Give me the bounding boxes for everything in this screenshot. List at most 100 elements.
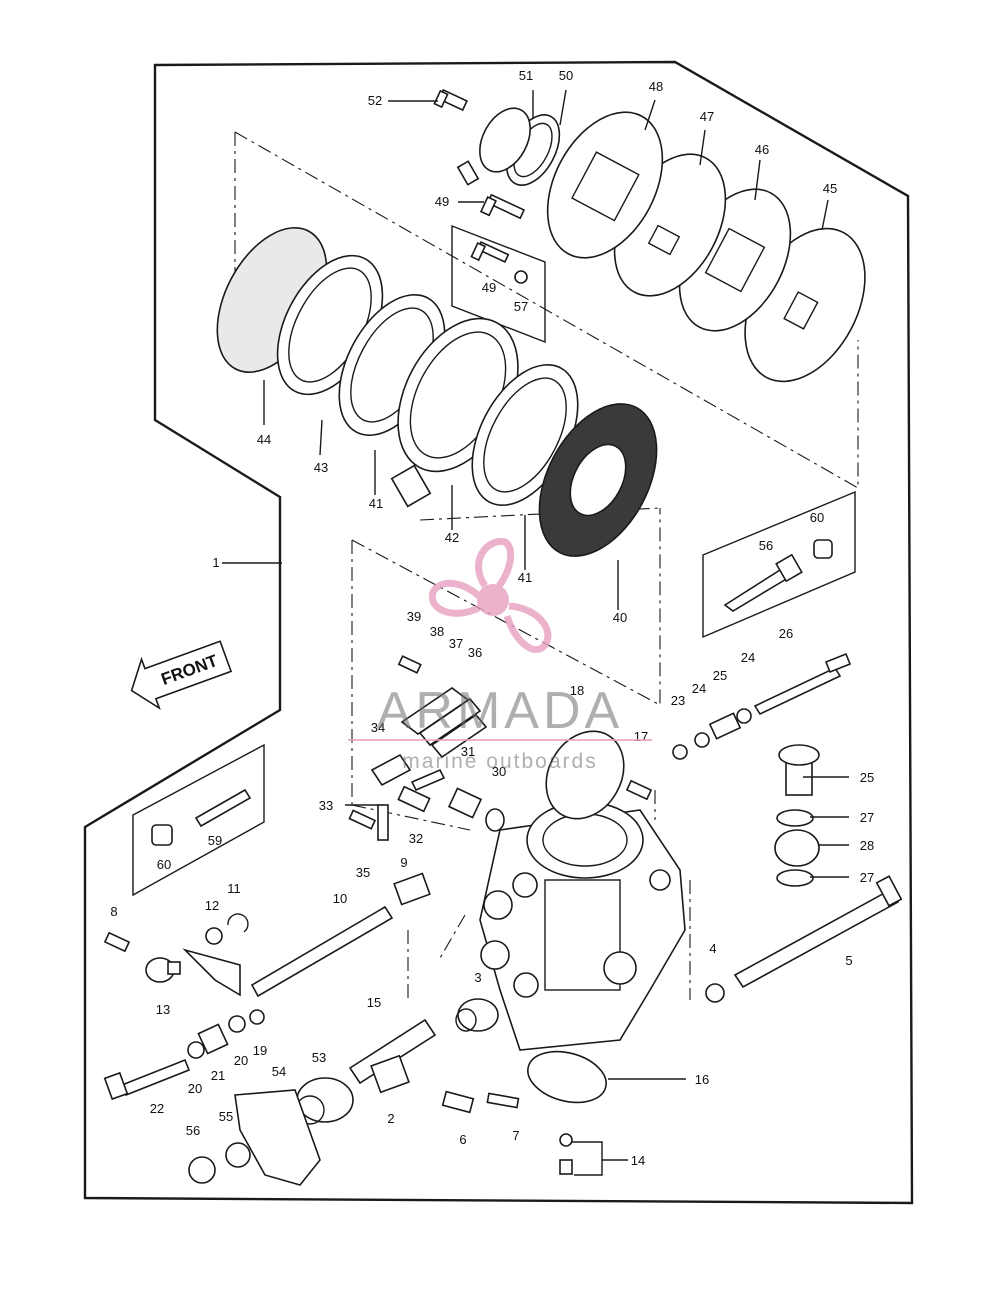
assembly-frame xyxy=(83,60,914,1205)
part-39-screw xyxy=(397,655,422,674)
part-10-lever-shaft xyxy=(182,905,394,998)
callout-15: 15 xyxy=(367,995,381,1010)
part-21-spring xyxy=(197,1023,229,1055)
callout-41b: 41 xyxy=(518,570,532,585)
watermark: ARMADA marine outboards xyxy=(348,538,652,773)
callout-28: 28 xyxy=(860,838,874,853)
callout-47: 47 xyxy=(700,109,714,124)
callout-17: 17 xyxy=(634,729,648,744)
part-32-spring xyxy=(397,785,431,813)
part-11-clip xyxy=(227,913,249,933)
callout-27b: 27 xyxy=(860,870,874,885)
part-24-washer-a xyxy=(736,708,752,724)
part-3-bushing xyxy=(455,998,499,1032)
callout-5: 5 xyxy=(845,953,852,968)
part-56-needle-inset xyxy=(723,553,803,612)
callout-20a: 20 xyxy=(188,1081,202,1096)
leader-lines xyxy=(222,89,849,1176)
part-60-seat-inset-b xyxy=(151,824,173,846)
carburetor-body xyxy=(479,801,686,1051)
callout-48: 48 xyxy=(649,79,663,94)
callout-9: 9 xyxy=(400,855,407,870)
callout-24b: 24 xyxy=(741,650,755,665)
callout-36: 36 xyxy=(468,645,482,660)
part-20-washer-a xyxy=(187,1041,205,1059)
part-36-stopper xyxy=(430,713,488,759)
callout-37: 37 xyxy=(449,636,463,651)
callout-8: 8 xyxy=(110,904,117,919)
part-40-diaphragm xyxy=(538,403,658,557)
part-13-nut xyxy=(145,957,181,983)
callout-1: 1 xyxy=(212,555,219,570)
callout-13: 13 xyxy=(156,1002,170,1017)
callout-43: 43 xyxy=(314,460,328,475)
part-33-pin xyxy=(377,804,389,841)
callout-20b: 20 xyxy=(234,1053,248,1068)
callout-34: 34 xyxy=(371,720,385,735)
part-55-washer xyxy=(225,1142,251,1168)
part-52-screw xyxy=(433,88,468,112)
callout-32: 32 xyxy=(409,831,423,846)
part-27-washer-b xyxy=(776,869,814,887)
callout-54: 54 xyxy=(272,1064,286,1079)
callout-38: 38 xyxy=(430,624,444,639)
part-16-float-plate xyxy=(527,1050,607,1104)
part-26-shaft xyxy=(753,652,852,716)
callout-18: 18 xyxy=(570,683,584,698)
callout-56b: 56 xyxy=(759,538,773,553)
part-51-cap xyxy=(456,107,531,186)
callout-24a: 24 xyxy=(692,681,706,696)
callout-52: 52 xyxy=(368,93,382,108)
callout-57: 57 xyxy=(514,299,528,314)
part-60-seat-inset xyxy=(813,539,833,559)
callout-55: 55 xyxy=(219,1109,233,1124)
callout-labels: 1 2 3 4 5 6 7 8 9 10 11 12 13 14 15 16 1… xyxy=(110,68,874,1168)
front-arrow: FRONT xyxy=(130,640,233,711)
callout-27a: 27 xyxy=(860,810,874,825)
part-28-fitting xyxy=(774,829,820,867)
part-30-oring xyxy=(485,808,505,832)
part-31-needle xyxy=(410,768,446,792)
callout-25b: 25 xyxy=(860,770,874,785)
callout-33: 33 xyxy=(319,798,333,813)
callout-60a: 60 xyxy=(157,857,171,872)
part-29-banjo-bolt xyxy=(778,744,820,796)
inset-box-59-60 xyxy=(132,743,265,897)
callout-49a: 49 xyxy=(435,194,449,209)
part-8-screw xyxy=(103,931,131,953)
callout-60b: 60 xyxy=(810,510,824,525)
callout-6: 6 xyxy=(459,1132,466,1147)
callout-30: 30 xyxy=(492,764,506,779)
part-14-screw xyxy=(559,1159,573,1175)
callout-53: 53 xyxy=(312,1050,326,1065)
callout-14: 14 xyxy=(631,1153,645,1168)
part-20-washer-b xyxy=(228,1015,246,1033)
callout-56a: 56 xyxy=(186,1123,200,1138)
part-35-screw xyxy=(348,809,377,830)
part-59-needle-inset xyxy=(194,788,252,828)
callout-7: 7 xyxy=(512,1128,519,1143)
callout-4: 4 xyxy=(709,941,716,956)
part-22-idle-screw xyxy=(103,1058,191,1101)
callout-11: 11 xyxy=(227,881,241,896)
callout-10: 10 xyxy=(333,891,347,906)
callout-16: 16 xyxy=(695,1072,709,1087)
callout-19: 19 xyxy=(253,1043,267,1058)
part-12-washer xyxy=(205,927,223,945)
part-57-washer xyxy=(514,270,528,284)
callout-49b: 49 xyxy=(482,280,496,295)
callout-26: 26 xyxy=(779,626,793,641)
part-5-throttle-shaft xyxy=(733,875,903,989)
part-18-throttle-plate xyxy=(545,730,625,820)
callout-59: 59 xyxy=(208,833,222,848)
part-19-oring xyxy=(249,1009,265,1025)
callout-41a: 41 xyxy=(369,496,383,511)
callout-51: 51 xyxy=(519,68,533,83)
callout-46: 46 xyxy=(755,142,769,157)
callout-2: 2 xyxy=(387,1111,394,1126)
watermark-tagline: marine outboards xyxy=(402,750,597,773)
inset-box-49-57 xyxy=(451,224,546,344)
part-41-gasket-b-inner xyxy=(483,377,567,493)
part-7-screw xyxy=(486,1092,520,1109)
